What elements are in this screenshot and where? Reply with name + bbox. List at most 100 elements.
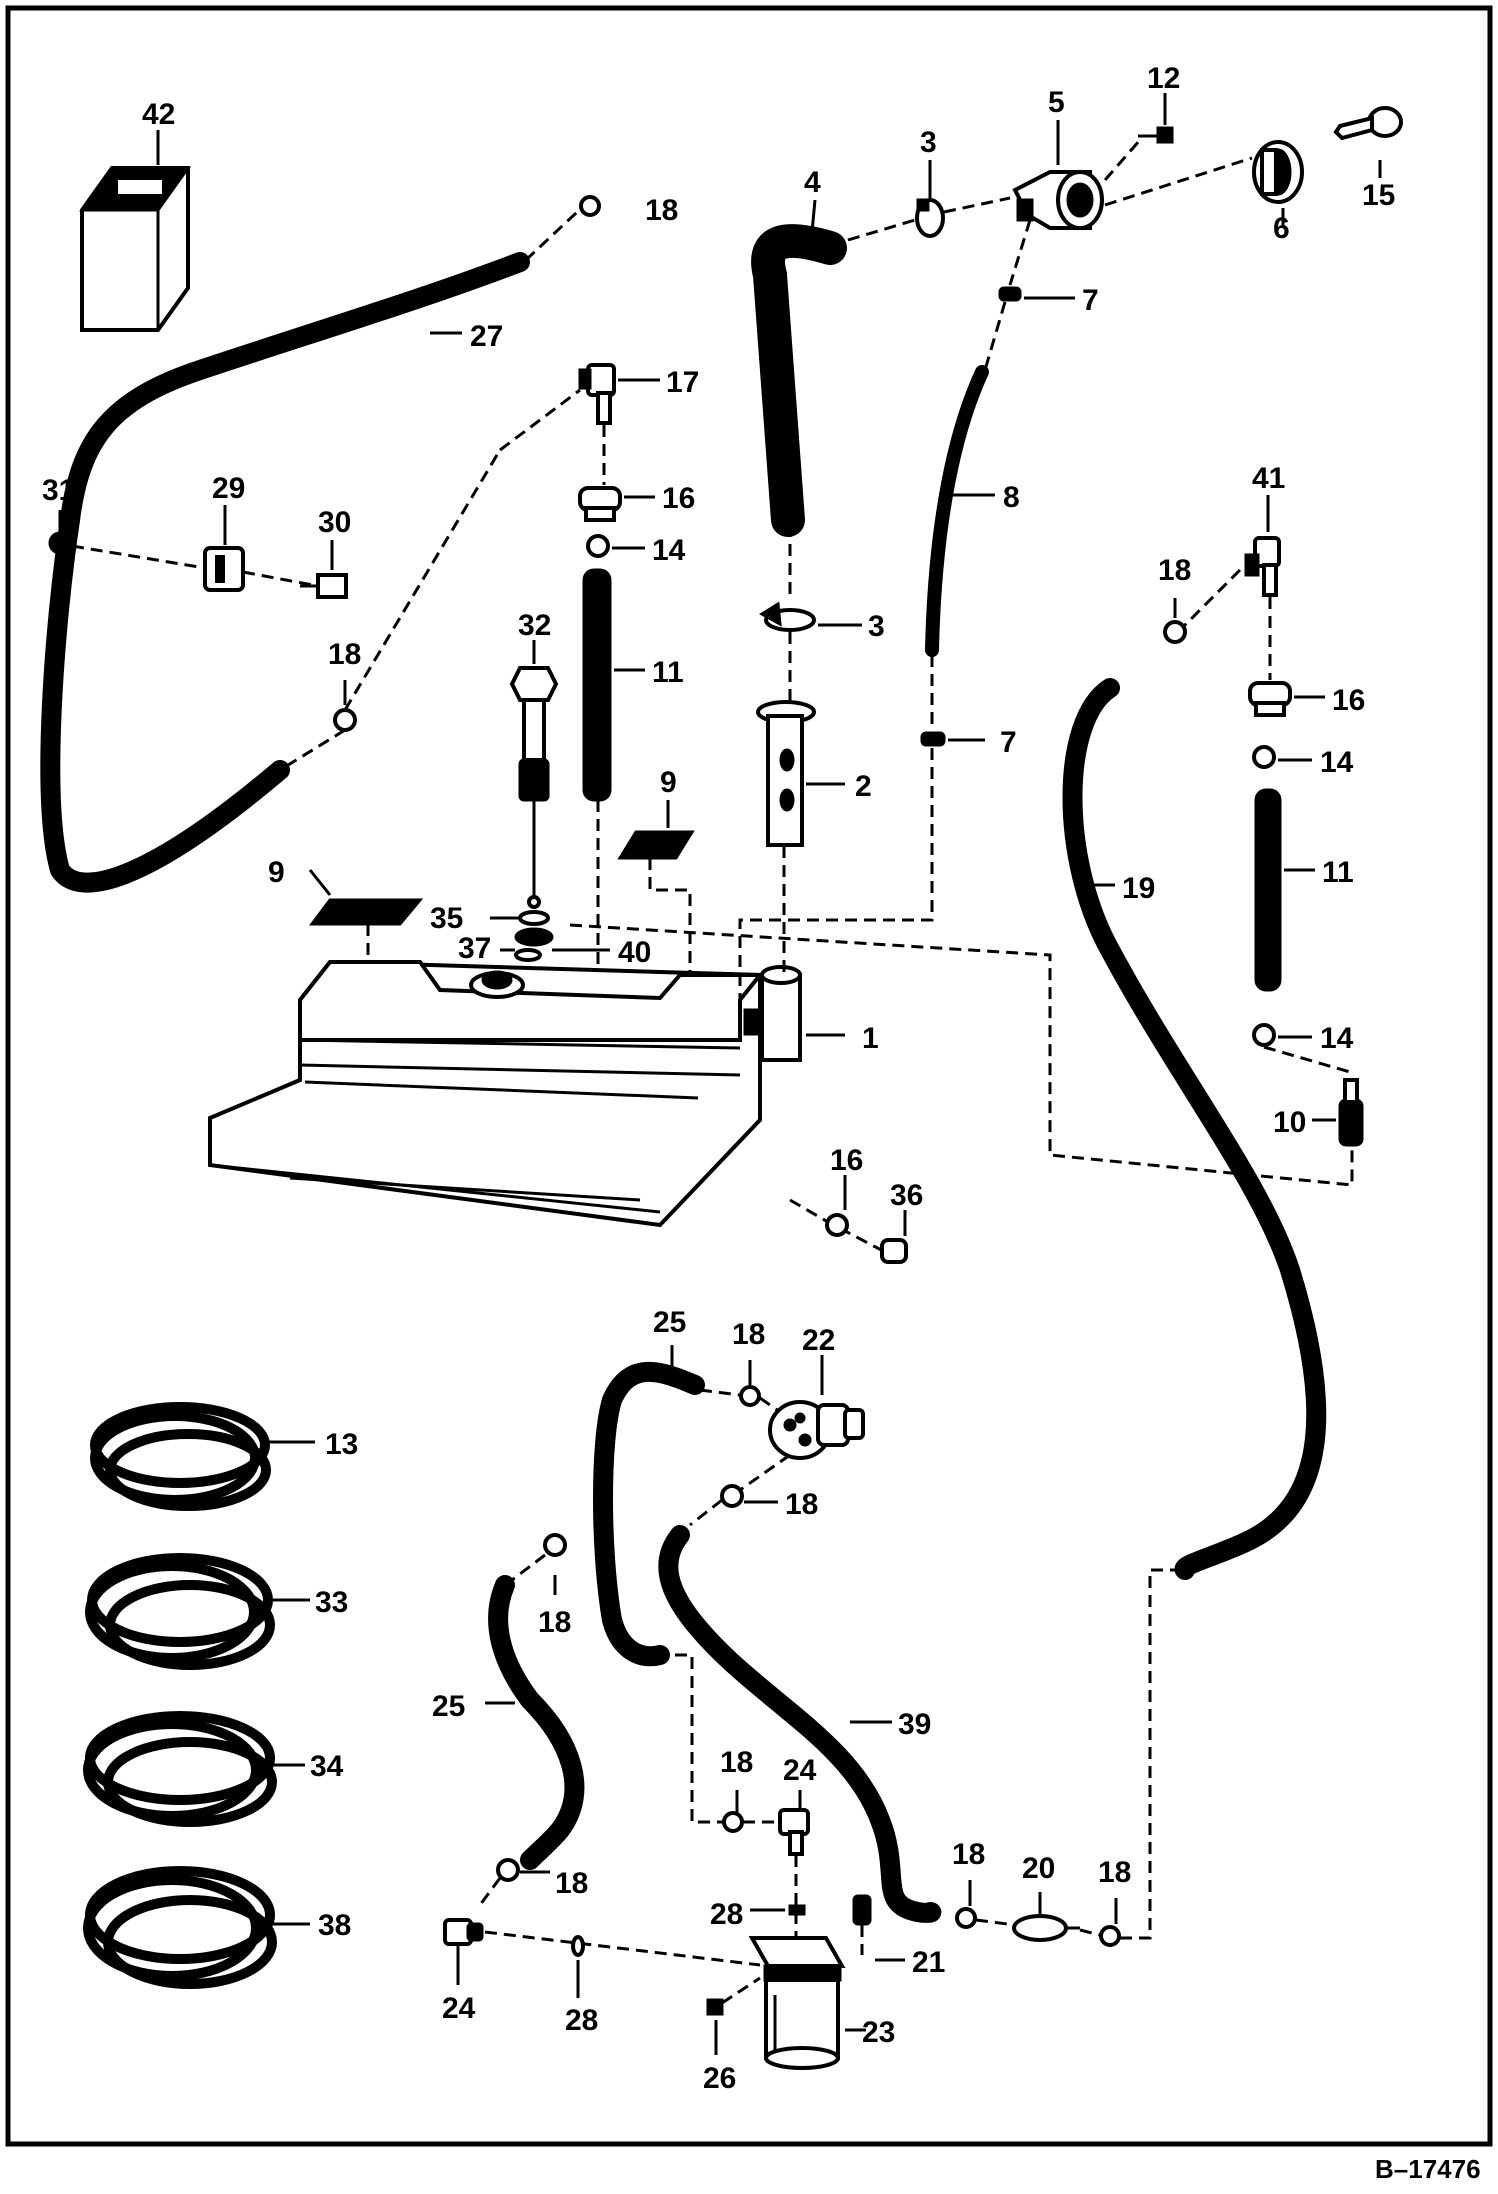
reference-code: B–17476 [1375,2154,1481,2184]
part-2-filler-tube [756,700,816,847]
callout-18-right-lower: 18 [1098,1856,1131,1889]
diagram-frame [5,5,1493,2147]
part-15-key [1333,106,1403,141]
callout-18-top: 18 [645,194,678,227]
part-41-elbow-fitting [1244,536,1281,597]
part-3-clamp-middle [759,601,816,632]
part-25-hose-lower [488,1575,585,1870]
callout-18-lower-top: 18 [538,1606,571,1639]
callout-10: 10 [1273,1106,1306,1139]
part-33-hose-coil [85,1553,275,1670]
part-24-elbow-center [778,1808,810,1856]
part-26-screw [706,1998,724,2016]
callout-11-right: 11 [1322,856,1354,889]
part-28-o-ring-lower [571,1935,585,1957]
callout-18-hose27: 18 [328,638,361,671]
callout-11-left: 11 [652,656,684,689]
callout-4: 4 [804,166,821,199]
part-20-fitting [1012,1914,1080,1942]
callout-34: 34 [310,1750,344,1783]
callout-18-lower-bottom: 18 [555,1867,588,1900]
part-9-pad-right [617,830,695,860]
part-13-hose-coil [90,1402,271,1511]
callout-27: 27 [470,320,503,353]
part-31-nut [48,531,72,555]
part-10-fitting [1338,1078,1364,1147]
callout-22: 22 [802,1324,835,1357]
callout-42: 42 [142,98,175,131]
part-1-fuel-tank [208,959,802,1228]
part-19-hose [1062,678,1327,1580]
callout-14-left: 14 [652,534,686,567]
callout-33: 33 [315,1586,348,1619]
callout-32: 32 [518,609,551,642]
callout-8: 8 [1003,481,1020,514]
callout-3-top: 3 [920,126,937,159]
callout-13: 13 [325,1428,358,1461]
part-35-gasket [518,910,550,926]
callout-28-center: 28 [710,1898,743,1931]
part-22-fuel-pump [768,1400,865,1460]
callout-29: 29 [212,472,245,505]
callout-36: 36 [890,1179,923,1212]
callout-31: 31 [42,474,75,507]
part-8-vent-hose [925,365,989,657]
part-9-pad-left [309,898,424,926]
part-5-fill-housing [1012,170,1104,230]
part-16-grommet-top [578,486,622,522]
callout-38: 38 [318,1909,351,1942]
callout-41: 41 [1252,462,1285,495]
callout-28-lower: 28 [565,2004,598,2037]
part-32-fuel-sender [509,666,559,909]
part-6-fuel-cap [1252,140,1304,204]
callout-16-right: 16 [1332,684,1365,717]
callout-18-center: 18 [720,1746,753,1779]
callout-24-lower: 24 [442,1992,476,2025]
callout-12: 12 [1147,62,1180,95]
part-39-hose [658,1525,942,1923]
part-38-hose-coil [83,1866,277,1989]
callout-15: 15 [1362,179,1395,212]
callout-7-top: 7 [1082,284,1099,317]
part-11-hose-left [582,568,612,802]
part-3-clamp-top [915,198,945,238]
callout-17: 17 [666,366,699,399]
part-27-hose [40,252,530,893]
part-25-hose-upper [593,1361,705,1667]
callout-35: 35 [430,902,463,935]
part-12-screw [1138,126,1174,144]
callout-39: 39 [898,1708,931,1741]
callout-2: 2 [855,770,872,803]
callout-21: 21 [912,1946,945,1979]
callout-26: 26 [703,2062,736,2095]
callout-6: 6 [1273,212,1290,245]
part-36-plug [880,1238,908,1264]
part-29-clip [203,546,245,592]
callout-16-drain: 16 [830,1144,863,1177]
callout-14-right-top: 14 [1320,746,1354,779]
callout-25-lower: 25 [432,1690,465,1723]
part-40-washer [514,927,554,947]
callout-24-center: 24 [783,1754,817,1787]
part-11-hose-right [1254,788,1282,992]
callout-14-right-bottom: 14 [1320,1022,1354,1055]
callout-18-right: 18 [1158,554,1191,587]
part-4-filler-hose [751,223,847,537]
callout-9-right: 9 [660,766,677,799]
callout-37: 37 [458,932,491,965]
callout-18-pump-out: 18 [785,1488,818,1521]
part-24-elbow-lower [443,1918,484,1946]
part-42-decal-box [79,166,191,332]
callout-9-left: 9 [268,856,285,889]
callout-16-top: 16 [662,482,695,515]
part-17-elbow-fitting [578,363,616,425]
callout-23: 23 [862,2016,895,2049]
callout-19: 19 [1122,872,1155,905]
callout-20: 20 [1022,1852,1055,1885]
part-16-grommet-drain [825,1213,849,1237]
callout-18-pump-in: 18 [732,1318,765,1351]
callout-18-line39: 18 [952,1838,985,1871]
callout-7-mid: 7 [1000,726,1017,759]
part-34-hose-coil [83,1711,277,1827]
